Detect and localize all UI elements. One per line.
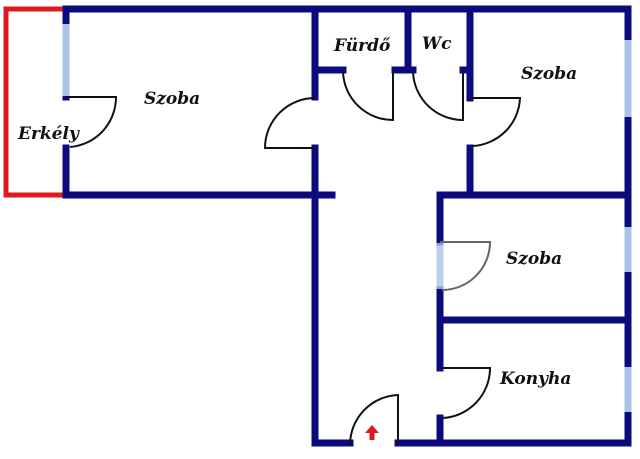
door-room-top-right [470, 97, 522, 147]
label-kitchen: Konyha [499, 369, 571, 389]
balcony-railing [3, 6, 63, 198]
label-bathroom: Fürdő [333, 36, 391, 56]
label-room-left: Szoba [144, 89, 200, 109]
door-bathroom [342, 70, 394, 122]
label-room-top-right: Szoba [521, 64, 577, 84]
door-room-middle-right [440, 241, 492, 291]
label-room-middle-right: Szoba [506, 249, 562, 269]
door-entrance [348, 393, 399, 446]
label-balcony: Erkély [17, 124, 80, 144]
windows [62, 24, 632, 412]
door-kitchen [440, 367, 492, 419]
label-wc: Wc [422, 34, 452, 54]
door-balcony [66, 96, 118, 148]
door-room-left [263, 97, 316, 149]
door-wc [412, 71, 464, 122]
arrow-up-icon [365, 425, 379, 440]
doors [66, 70, 522, 446]
